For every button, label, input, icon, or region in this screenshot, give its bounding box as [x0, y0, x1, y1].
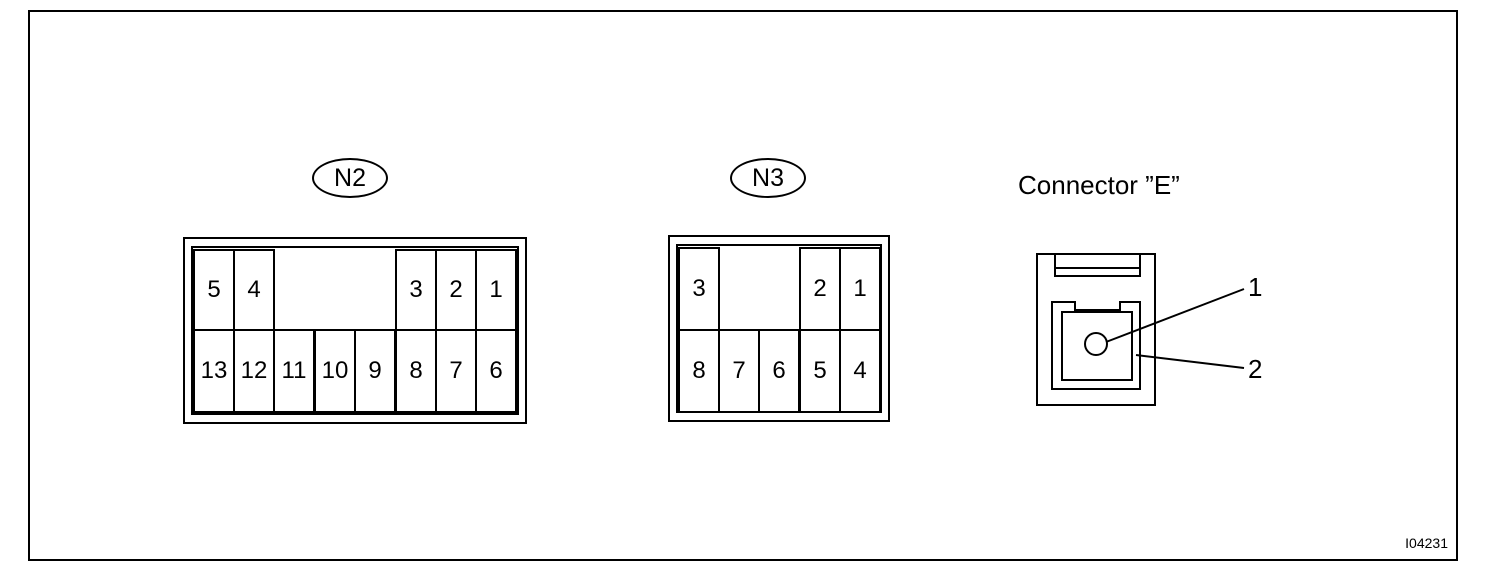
- connector-e-title: Connector ”E”: [1018, 170, 1180, 200]
- figure-code: I04231: [1405, 535, 1448, 551]
- n2-label-oval: N2: [312, 158, 388, 198]
- connector-e-latch: [1054, 254, 1141, 277]
- n3-label-oval: N3: [730, 158, 806, 198]
- n3-pin: 8: [678, 329, 720, 413]
- n2-label: N2: [334, 163, 366, 192]
- n3-pin: 6: [758, 329, 800, 413]
- n2-pin: 10: [314, 329, 356, 413]
- n3-connector: 3 2 1 8 7 6 5 4: [668, 235, 890, 422]
- n2-pin: 4: [233, 249, 275, 331]
- n2-pin: 5: [193, 249, 235, 331]
- n3-pin: 2: [799, 247, 841, 331]
- n3-pin: 3: [678, 247, 720, 331]
- connector-e-drawing: [1036, 253, 1245, 406]
- n2-pin: 9: [354, 329, 396, 413]
- diagram-frame: N2 5 4 3 2 1 13 12 11 10 9 8 7 6 N3 3 2 …: [28, 10, 1458, 561]
- n2-connector-inner: [191, 246, 519, 415]
- n3-pin: 4: [839, 329, 881, 413]
- n2-pin: 12: [233, 329, 275, 413]
- n3-pin: 1: [839, 247, 881, 331]
- n2-pin: 1: [475, 249, 517, 331]
- callout-2-label: 2: [1248, 354, 1263, 384]
- n2-pin: 11: [273, 329, 315, 413]
- n3-label: N3: [752, 163, 784, 192]
- n3-pin: 7: [718, 329, 760, 413]
- n2-pin: 13: [193, 329, 235, 413]
- callout-1-leader: [1105, 288, 1245, 343]
- n2-pin: 6: [475, 329, 517, 413]
- connector-e-pin-1: [1084, 332, 1108, 356]
- n2-pin: 8: [395, 329, 437, 413]
- callout-1-label: 1: [1248, 272, 1263, 302]
- callout-2-leader: [1135, 354, 1245, 369]
- n2-connector: 5 4 3 2 1 13 12 11 10 9 8 7 6: [183, 237, 527, 424]
